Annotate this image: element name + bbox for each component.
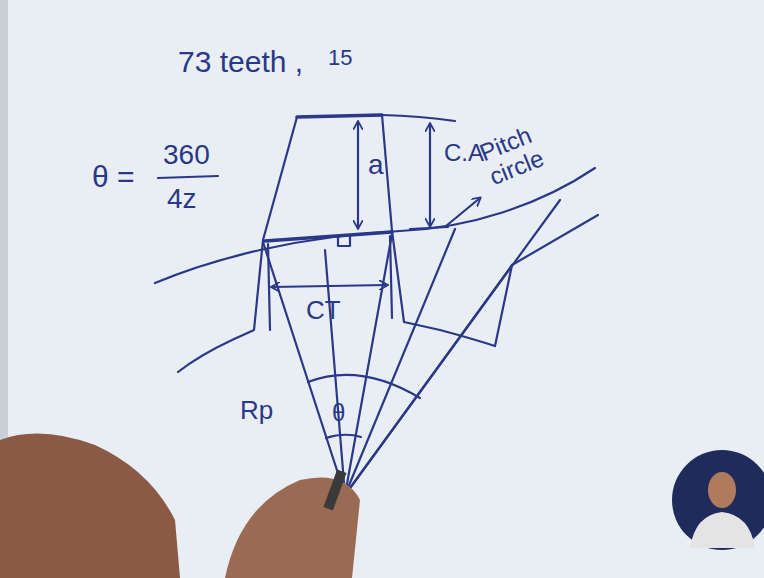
formula-text: θ = [92,160,135,193]
angle-label: θ [332,400,345,426]
formula-numerator: 360 [163,140,210,171]
presenter-video [672,450,764,550]
pitch-circle-label: Pitch circle [476,112,570,191]
dimension-label: CT [306,296,341,325]
note-number: 15 [328,46,352,70]
presenter-hands [0,434,360,578]
formula-denominator: 4z [167,184,197,215]
dimension-label: a [368,150,384,181]
note-text: 73 teeth , [178,45,303,78]
radius-label: Rp [240,396,273,425]
